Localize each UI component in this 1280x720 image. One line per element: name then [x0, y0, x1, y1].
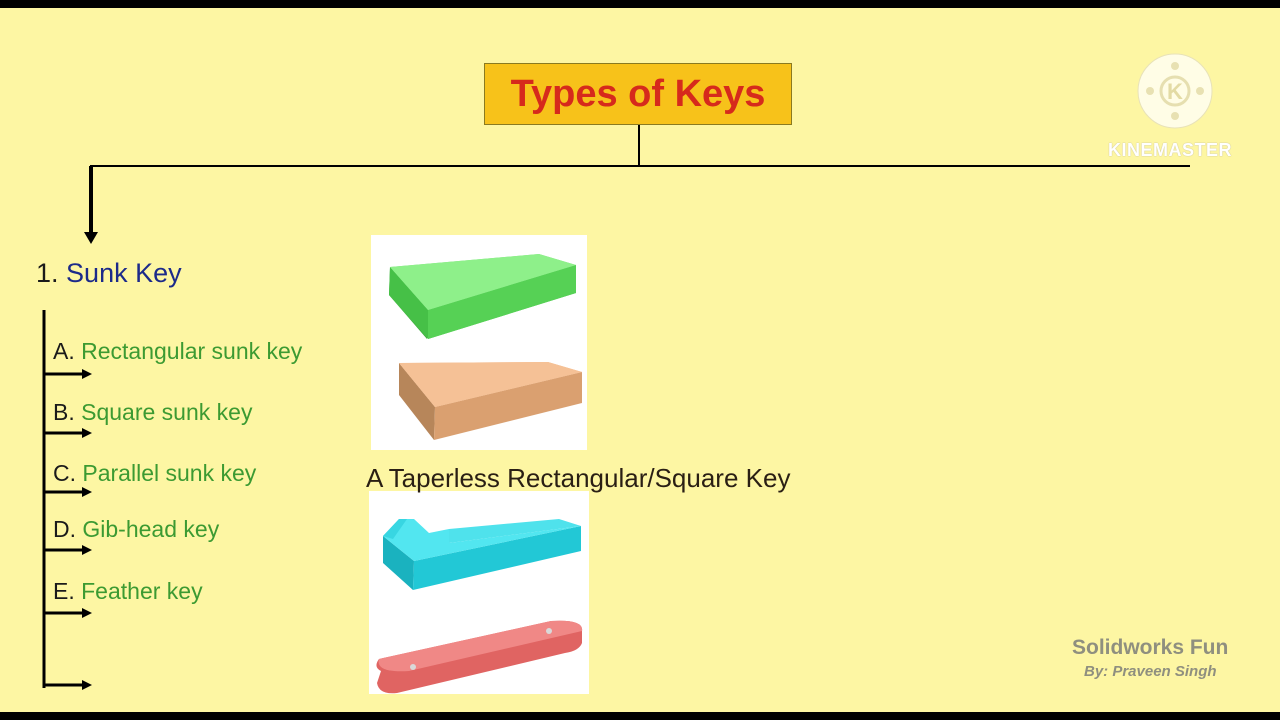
- branch-arrows: [44, 369, 92, 690]
- sub-type-letter: E.: [53, 578, 75, 604]
- sub-type-rectangular: A. Rectangular sunk key: [53, 338, 302, 365]
- gib-head-key-image: [383, 519, 581, 590]
- connector-lines: [42, 117, 1190, 690]
- sub-type-label: Rectangular sunk key: [81, 338, 303, 364]
- square-key-image: [399, 362, 582, 440]
- channel-credit: Solidworks Fun: [1072, 636, 1229, 659]
- key-images-bottom: [369, 491, 589, 694]
- kinemaster-watermark: KINEMASTER: [1108, 140, 1233, 160]
- sunk-key-label: Sunk Key: [66, 258, 182, 288]
- key-images-top: [371, 235, 587, 450]
- image-caption: A Taperless Rectangular/Square Key: [366, 463, 791, 493]
- sub-type-label: Gib-head key: [82, 516, 220, 542]
- sub-type-letter: D.: [53, 516, 76, 542]
- sub-type-label: Square sunk key: [81, 399, 253, 425]
- sub-type-letter: A.: [53, 338, 75, 364]
- sub-type-gib-head: D. Gib-head key: [53, 516, 219, 543]
- key-3d-illustrations-lower: [376, 519, 583, 694]
- sub-type-feather: E. Feather key: [53, 578, 203, 605]
- svg-text:K: K: [1167, 79, 1183, 104]
- sub-type-letter: C.: [53, 460, 76, 486]
- title-box: Types of Keys: [484, 63, 792, 125]
- slide: Types of Keys 1. Sunk Key A. Rectangular…: [0, 8, 1280, 712]
- feather-key-image: [376, 620, 583, 694]
- key-3d-illustrations: [389, 254, 582, 440]
- sub-type-label: Parallel sunk key: [82, 460, 257, 486]
- rectangular-key-image: [389, 254, 576, 339]
- sub-type-parallel: C. Parallel sunk key: [53, 460, 256, 487]
- sub-type-label: Feather key: [81, 578, 203, 604]
- page-title: Types of Keys: [510, 72, 766, 115]
- author-credit: By: Praveen Singh: [1084, 663, 1217, 680]
- sub-type-letter: B.: [53, 399, 75, 425]
- kinemaster-logo-icon: K: [1137, 53, 1213, 129]
- sunk-key-number: 1.: [36, 258, 59, 288]
- sunk-key-heading: 1. Sunk Key: [36, 258, 182, 289]
- sub-type-square: B. Square sunk key: [53, 399, 252, 426]
